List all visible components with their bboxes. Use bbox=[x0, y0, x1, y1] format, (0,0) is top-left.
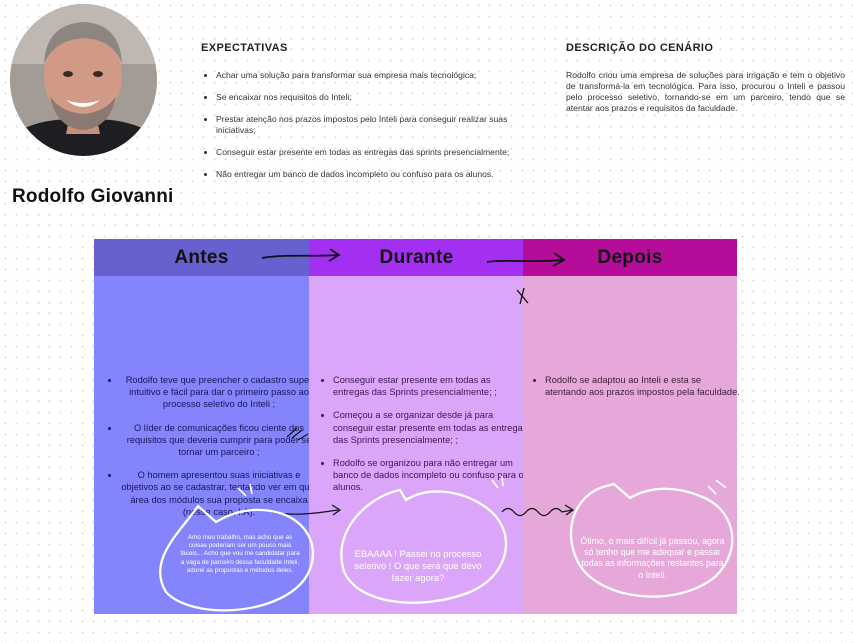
expectation-item: Conseguir estar presente em todas as ent… bbox=[216, 147, 546, 158]
antes-list: Rodolfo teve que preencher o cadastro su… bbox=[106, 374, 318, 529]
persona-photo bbox=[10, 4, 157, 156]
depois-item: Rodolfo se adaptou ao Inteli e esta se a… bbox=[545, 374, 741, 398]
scenario-title: DESCRIÇÃO DO CENÁRIO bbox=[566, 42, 714, 54]
expectations-list: Achar uma solução para transformar sua e… bbox=[206, 70, 546, 191]
scenario-text: Rodolfo criou uma empresa de soluções pa… bbox=[566, 70, 845, 113]
expectation-item: Achar uma solução para transformar sua e… bbox=[216, 70, 546, 81]
durante-item: Conseguir estar presente em todas as ent… bbox=[333, 374, 529, 398]
depois-list: Rodolfo se adaptou ao Inteli e esta se a… bbox=[531, 374, 741, 409]
speech-bubble-text-antes: Amo meu trabalho, mas acho que as coisas… bbox=[180, 534, 300, 574]
antes-item: Rodolfo teve que preencher o cadastro su… bbox=[120, 374, 318, 411]
journey-column-antes: Antes Rodolfo teve que preencher o cadas… bbox=[94, 239, 317, 614]
speech-bubble-text-depois: Ótimo, o mais difícil já passou, agora s… bbox=[580, 536, 725, 580]
speech-bubble-text-durante: EBAAAA ! Passei no processo seletivo ! O… bbox=[354, 548, 482, 584]
antes-item: O líder de comunicações ficou ciente dos… bbox=[120, 422, 318, 459]
column-header-durante: Durante bbox=[309, 239, 524, 276]
column-header-antes: Antes bbox=[94, 239, 309, 276]
column-header-depois: Depois bbox=[523, 239, 737, 276]
expectations-title: EXPECTATIVAS bbox=[201, 42, 288, 54]
durante-item: Começou a se organizar desde já para con… bbox=[333, 409, 529, 446]
expectation-item: Se encaixar nos requisitos do Inteli; bbox=[216, 92, 546, 103]
expectation-item: Prestar atenção nos prazos impostos pelo… bbox=[216, 114, 546, 136]
persona-name: Rodolfo Giovanni bbox=[12, 186, 174, 207]
durante-list: Conseguir estar presente em todas as ent… bbox=[319, 374, 529, 505]
expectation-item: Não entregar um banco de dados incomplet… bbox=[216, 169, 546, 180]
durante-item: Rodolfo se organizou para não entregar u… bbox=[333, 457, 529, 494]
persona-photo-illustration bbox=[10, 4, 157, 156]
column-body-antes: Rodolfo teve que preencher o cadastro su… bbox=[94, 276, 317, 614]
antes-item: O homem apresentou suas iniciativas e ob… bbox=[120, 469, 318, 518]
